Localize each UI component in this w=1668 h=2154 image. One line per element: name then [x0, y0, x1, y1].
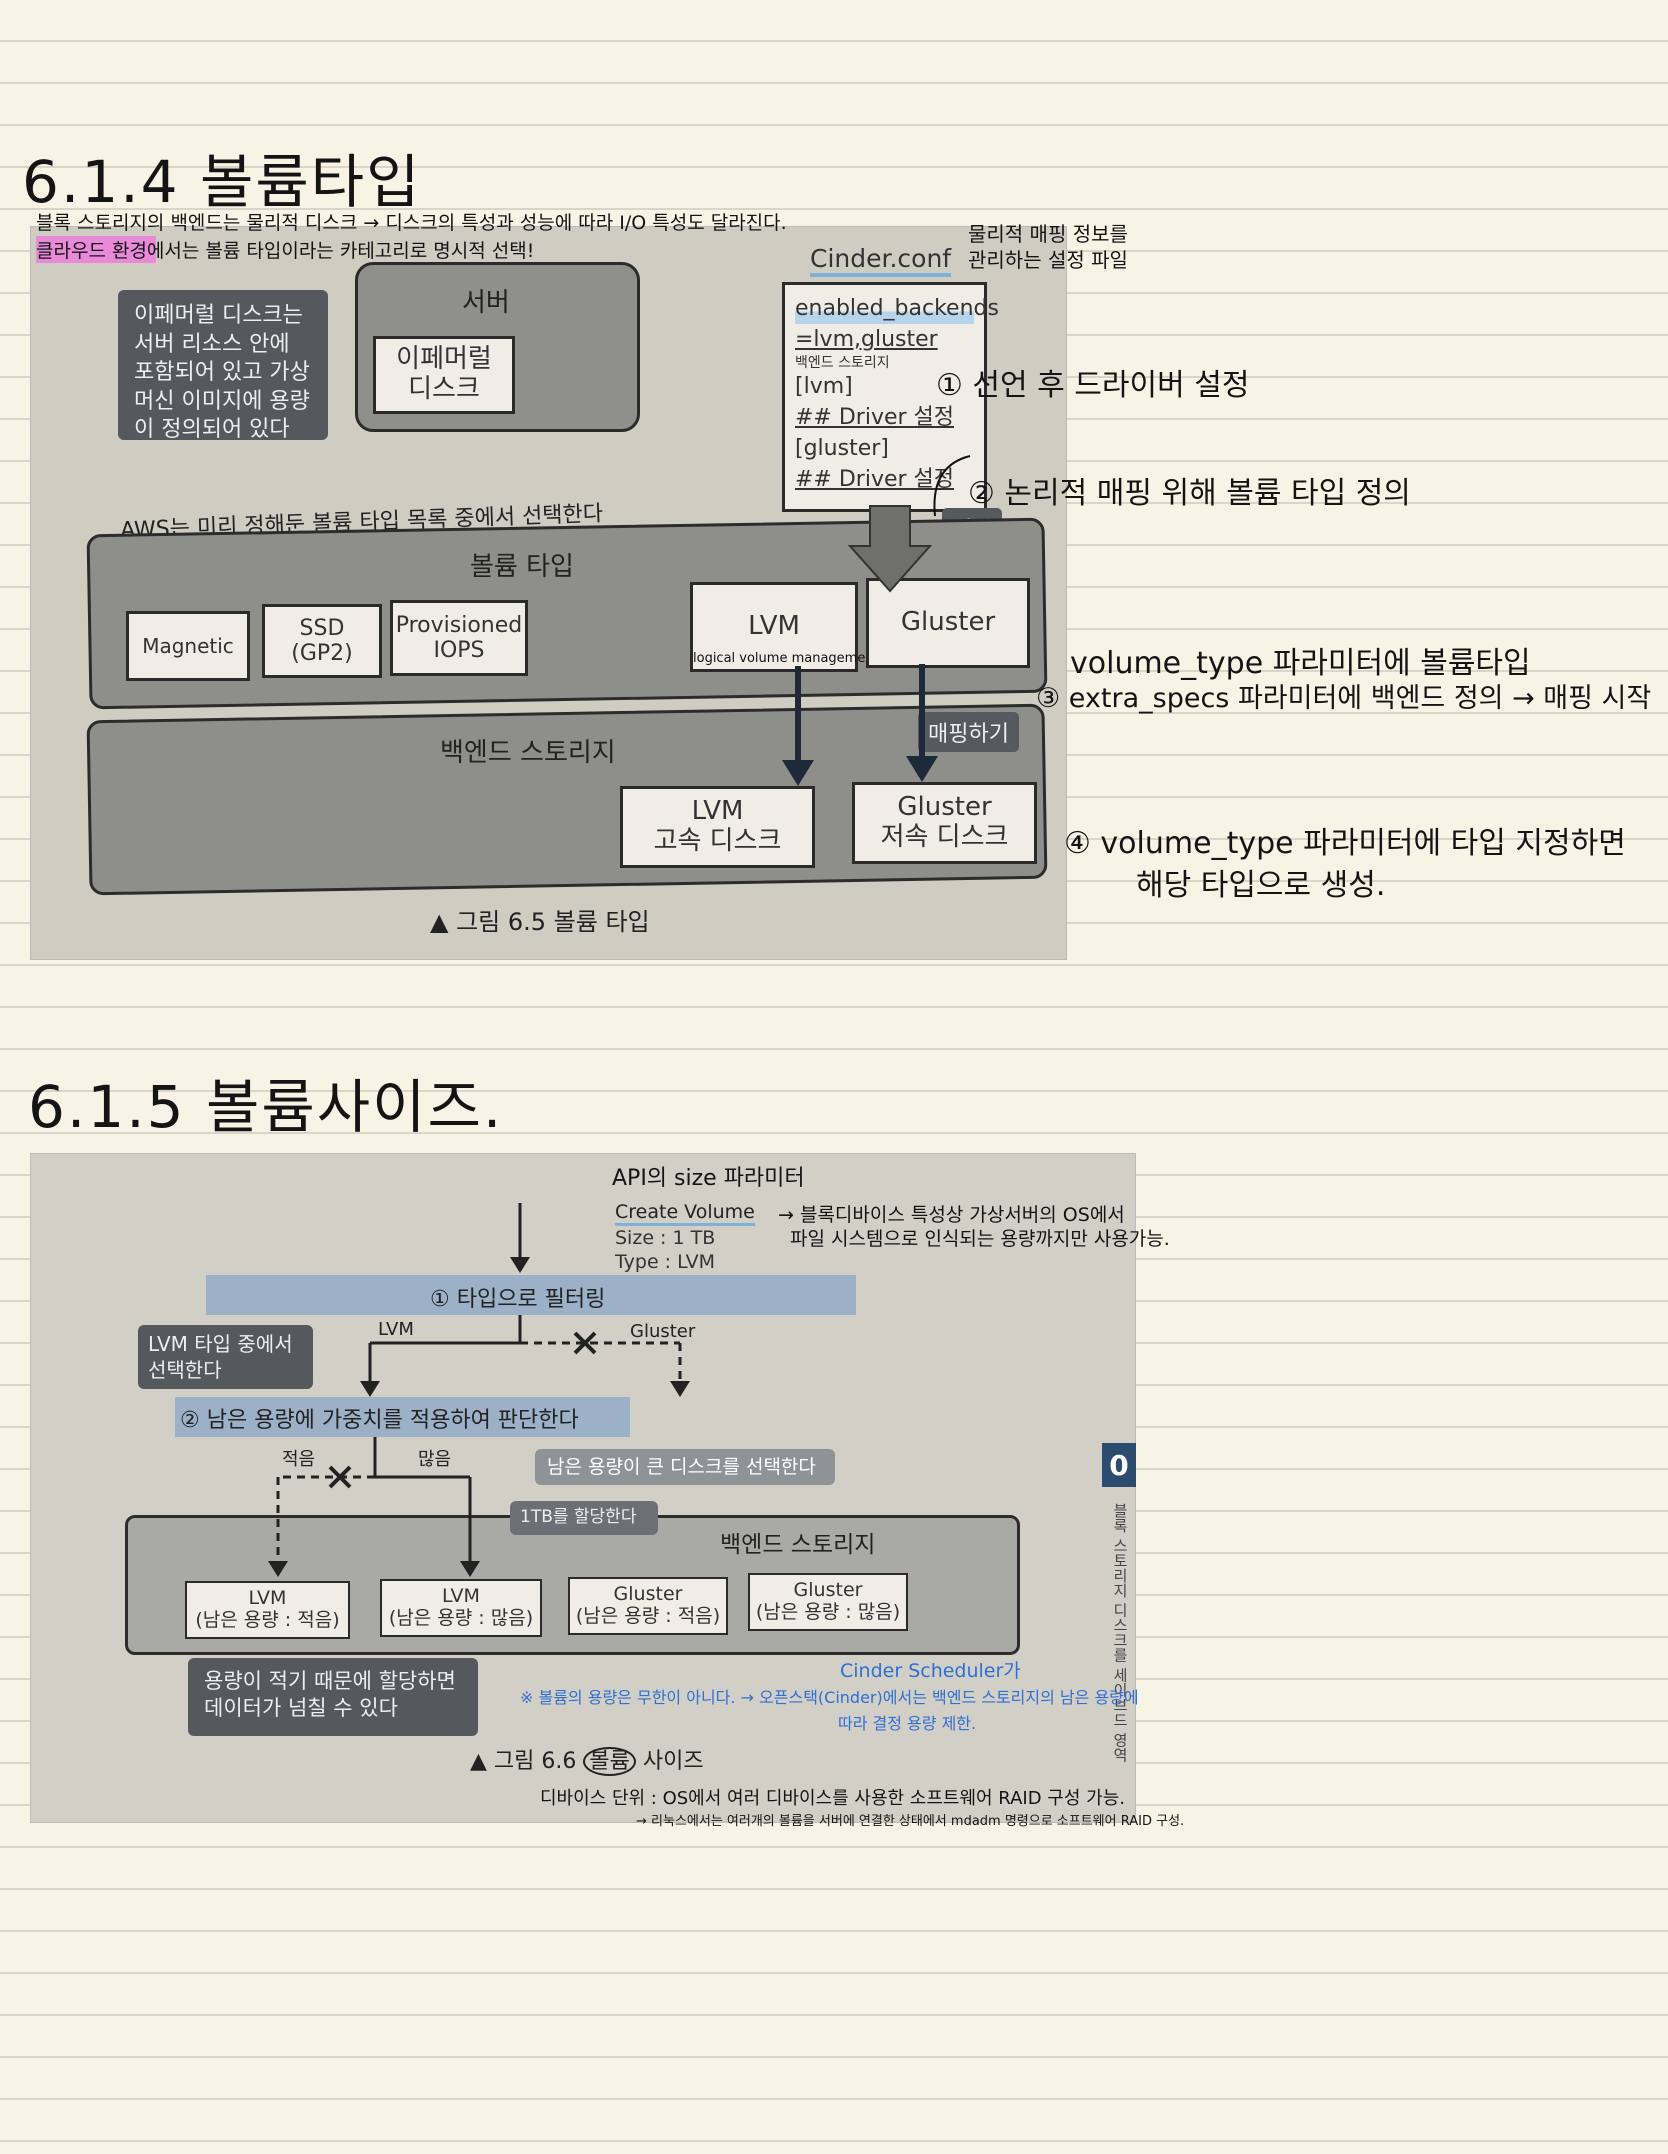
scheduler-note-line3: 따라 결정 용량 제한. — [838, 1714, 977, 1733]
type-lvm: LVM — [690, 582, 858, 672]
type-ssd: SSD (GP2) — [262, 604, 382, 678]
high-label: 많음 — [418, 1449, 452, 1470]
create-volume-label: Create Volume — [615, 1201, 755, 1226]
annotation-2: ② 논리적 매핑 위해 볼륨 타입 정의 — [968, 476, 1411, 511]
device-note-line1: 디바이스 단위 : OS에서 여러 디바이스를 사용한 소프트웨어 RAID 구… — [540, 1788, 1125, 1809]
scheduler-note-line1: Cinder Scheduler가 — [840, 1660, 1021, 1682]
disk-lvm-low-name: LVM — [248, 1587, 287, 1610]
step2-band — [175, 1397, 630, 1437]
disk-gluster-low-capacity: (남은 용량 : 적음) — [575, 1605, 721, 1627]
server-label: 서버 — [462, 288, 510, 318]
conf-line-gluster: [gluster] — [795, 436, 889, 461]
lvm-fast-disk-line2: 고속 디스크 — [653, 826, 782, 856]
ephemeral-disk-line1: 이페머럴 — [396, 344, 492, 375]
type-lvm-label: LVM — [748, 611, 800, 642]
step1-label: ① 타입으로 필터링 — [430, 1287, 606, 1312]
block-note-line1: → 블록디바이스 특성상 가상서버의 OS에서 — [778, 1204, 1125, 1226]
gluster-slow-disk: Gluster 저속 디스크 — [852, 782, 1037, 864]
figure-6-5-photo: 서버 이페머럴 디스크 이페머럴 디스크는 서버 리소스 안에 포함되어 있고 … — [30, 226, 1067, 960]
overflow-note: 용량이 적기 때문에 할당하면 데이터가 넘칠 수 있다 — [188, 1658, 478, 1736]
type-magnetic: Magnetic — [126, 611, 250, 681]
figure-6-5-caption: ▲ 그림 6.5 볼륨 타입 — [430, 908, 650, 936]
gluster-slow-disk-line2: 저속 디스크 — [880, 822, 1009, 852]
type-provisioned-iops: Provisioned IOPS — [390, 600, 528, 676]
conf-backend-note: 백엔드 스토리지 — [795, 355, 890, 371]
api-size-note: API의 size 파라미터 — [612, 1166, 805, 1191]
device-note-line2: → 리눅스에서는 여러개의 볼륨을 서버에 연결한 상태에서 mdadm 명령으… — [636, 1814, 1185, 1829]
side-tab: 0 — [1102, 1443, 1136, 1487]
ephemeral-note: 이페머럴 디스크는 서버 리소스 안에 포함되어 있고 가상 머신 이미지에 용… — [118, 290, 328, 442]
type-gluster: Gluster — [866, 578, 1030, 668]
low-label: 적음 — [282, 1449, 316, 1470]
disk-gluster-high-capacity: (남은 용량 : 많음) — [755, 1601, 901, 1623]
cinder-conf-box: enabled_backends =lvm,gluster 백엔드 스토리지 [… — [782, 282, 999, 512]
conf-line-enabled: enabled_backends — [795, 293, 999, 324]
disk-gluster-low: Gluster (남은 용량 : 적음) — [568, 1577, 728, 1635]
ephemeral-disk-line2: 디스크 — [408, 374, 480, 404]
bullet-1: 블록 스토리지의 백엔드는 물리적 디스크 → 디스크의 특성과 성능에 따라 … — [36, 212, 787, 234]
disk-gluster-high: Gluster (남은 용량 : 많음) — [748, 1573, 908, 1631]
conf-line-driver2: ## Driver 설정 — [795, 467, 955, 492]
lvm-select-note: LVM 타입 중에서 선택한다 — [138, 1325, 313, 1389]
cinder-conf-label: Cinder.conf — [810, 244, 952, 277]
alloc-note: 1TB를 할당한다 — [510, 1501, 658, 1535]
mapping-tag: 매핑하기 — [918, 712, 1019, 752]
gluster-slow-disk-line1: Gluster — [897, 792, 992, 823]
annotation-3-line1: volume_type 파라미터에 볼륨타입 — [1070, 646, 1531, 681]
disk-lvm-high-name: LVM — [442, 1585, 480, 1608]
disk-lvm-low: LVM (남은 용량 : 적음) — [185, 1581, 350, 1639]
step1-band — [206, 1275, 856, 1315]
ephemeral-disk-box: 이페머럴 디스크 — [373, 336, 515, 414]
lvm-fast-disk: LVM 고속 디스크 — [620, 786, 815, 868]
gluster-branch-label: Gluster — [630, 1321, 696, 1342]
disk-lvm-low-capacity: (남은 용량 : 적음) — [195, 1609, 340, 1631]
caption-circled: 볼륨 — [583, 1747, 636, 1776]
config-note-line2: 관리하는 설정 파일 — [968, 248, 1128, 272]
conf-line-driver1: ## Driver 설정 — [795, 405, 955, 430]
disk-lvm-high-capacity: (남은 용량 : 많음) — [388, 1607, 534, 1629]
step2-label: ② 남은 용량에 가중치를 적용하여 판단한다 — [180, 1408, 579, 1433]
figure-6-6-arrows — [268, 1203, 690, 1577]
figure-6-6-photo: Create Volume Size : 1 TB Type : LVM ① 타… — [30, 1153, 1136, 1823]
lvm-fast-disk-line1: LVM — [691, 796, 744, 827]
annotation-3-line2: ③ extra_specs 파라미터에 백엔드 정의 → 매핑 시작 — [1036, 683, 1652, 714]
block-note-line2: 파일 시스템으로 인식되는 용량까지만 사용가능. — [790, 1228, 1170, 1250]
disk-lvm-high: LVM (남은 용량 : 많음) — [380, 1579, 542, 1637]
conf-line-backends: =lvm,gluster — [795, 327, 938, 352]
annotation-1: ① 선언 후 드라이버 설정 — [936, 368, 1250, 403]
volume-type-label: 볼륨 타입 — [470, 552, 574, 582]
figure-6-5-arrows — [782, 455, 971, 786]
type-label: Type : LVM — [615, 1251, 716, 1273]
backend-storage-label: 백엔드 스토리지 — [440, 738, 616, 768]
disk-gluster-low-name: Gluster — [613, 1583, 683, 1606]
disk-gluster-high-name: Gluster — [793, 1579, 863, 1602]
figure-6-6-caption: ▲ 그림 6.6 볼륨 사이즈 — [470, 1743, 704, 1776]
caption-prefix: ▲ 그림 6.6 — [470, 1749, 577, 1774]
config-note-line1: 물리적 매핑 정보를 — [968, 222, 1128, 246]
side-vertical-text: 블록 스토리지 디스크를 세이브드 영역 — [1111, 1503, 1129, 1763]
annotation-4-line2: 해당 타입으로 생성. — [1136, 868, 1386, 903]
backend-label-6-6: 백엔드 스토리지 — [720, 1532, 876, 1558]
lvm-handwritten-note: logical volume management — [693, 651, 879, 666]
section-heading-6-1-4: 6.1.4 볼륨타입 — [22, 148, 422, 216]
lvm-branch-label: LVM — [378, 1319, 414, 1340]
size-label: Size : 1 TB — [615, 1227, 716, 1249]
bullet-2: 클라우드 환경에서는 볼륨 타입이라는 카테고리로 명시적 선택! — [36, 236, 535, 263]
conf-line-lvm: [lvm] — [795, 374, 853, 399]
caption-suffix: 사이즈 — [642, 1749, 704, 1774]
annotation-4-line1: ④ volume_type 파라미터에 타입 지정하면 — [1064, 826, 1626, 861]
scheduler-note-line2: ※ 볼륨의 용량은 무한이 아니다. → 오픈스택(Cinder)에서는 백엔드… — [520, 1688, 1139, 1707]
section-heading-6-1-5: 6.1.5 볼륨사이즈. — [28, 1073, 504, 1141]
select-note: 남은 용량이 큰 디스크를 선택한다 — [535, 1449, 835, 1485]
